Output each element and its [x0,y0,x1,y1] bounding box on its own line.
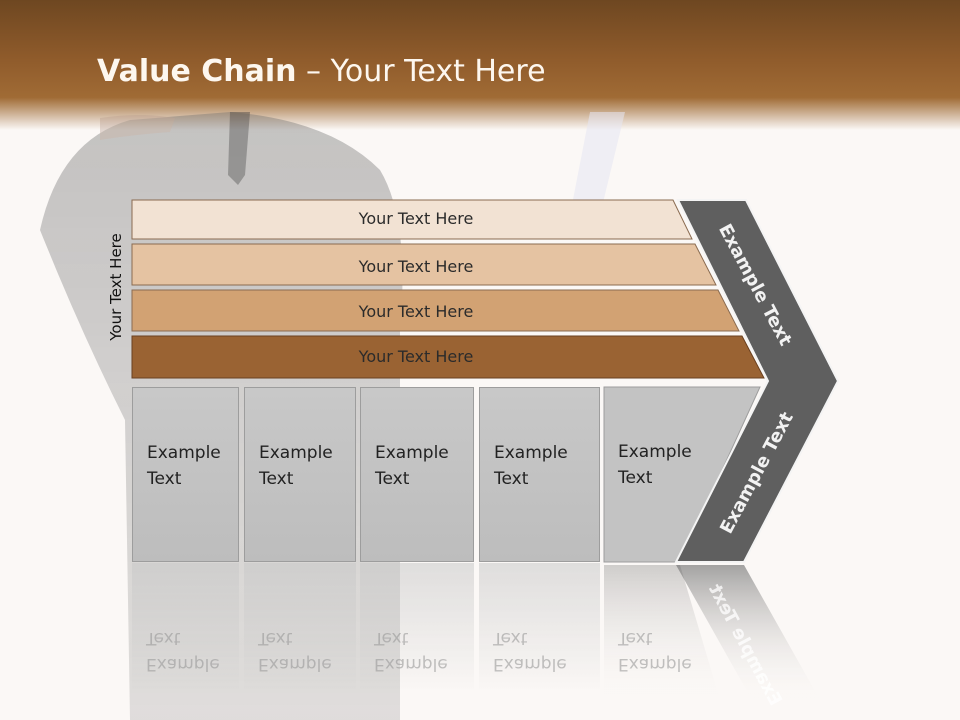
activity-5-reflection: Example Text [604,563,704,693]
band-2 [131,243,717,286]
activity-3-label: Example Text [375,443,449,489]
activity-1-label: Example Text [147,443,221,489]
activity-5-label: Example Text [618,442,692,488]
activity-5-reflection-text: Example Text [618,628,692,674]
box-5-reflection [604,565,720,700]
band-1-label: Your Text Here [358,209,474,228]
activity-2-reflection-text: Example Text [258,628,332,674]
activity-3-reflection: Example Text [360,563,474,693]
margin-chevron [674,199,840,563]
activity-box-4: Example Text [479,387,600,562]
title-rest: – Your Text Here [296,54,546,89]
band-2-label: Your Text Here [358,257,474,276]
activity-box-1: Example Text [132,387,239,562]
activity-1-reflection: Example Text [132,563,239,693]
activity-3-reflection-text: Example Text [374,628,448,674]
header-bar [0,0,960,130]
activity-box-2: Example Text [244,387,356,562]
activity-4-label: Example Text [494,443,568,489]
activity-2-label: Example Text [259,443,333,489]
chevron-reflection [676,565,820,700]
activity-box-3: Example Text [360,387,474,562]
band-1 [131,199,693,240]
title-bold: Value Chain [97,54,297,89]
activity-1-reflection-text: Example Text [146,628,220,674]
band-4-label: Your Text Here [358,347,474,366]
band-3 [131,289,740,332]
activity-box-5-text-area: Example Text [604,387,724,562]
page-title: Value Chain – Your Text Here [97,54,546,89]
band-3-label: Your Text Here [358,302,474,321]
band-4 [131,335,765,379]
side-label: Your Text Here [107,233,125,341]
activity-2-reflection: Example Text [244,563,356,693]
activity-4-reflection-text: Example Text [493,628,567,674]
activity-4-reflection: Example Text [479,563,600,693]
